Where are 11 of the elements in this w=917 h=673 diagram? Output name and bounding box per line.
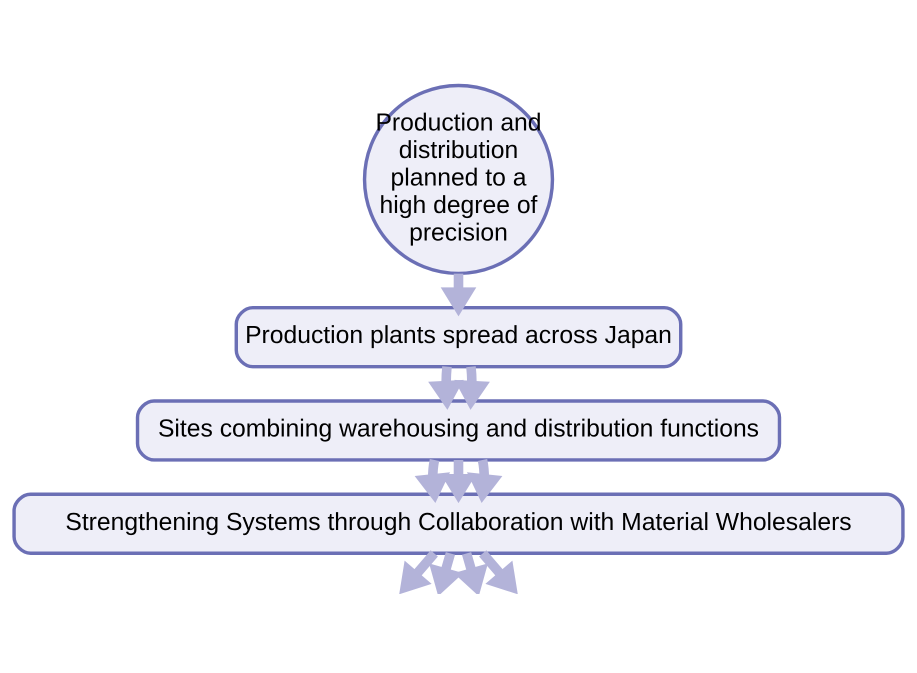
node-circle: Production and distribution planned to a high degree of precision xyxy=(362,83,554,275)
node-box: Sites combining warehousing and distribution functions xyxy=(136,398,782,462)
arrow xyxy=(479,550,518,594)
arrow xyxy=(454,366,490,410)
arrow xyxy=(440,273,476,316)
node-box: Strengthening Systems through Collaboration with Material Wholesalers xyxy=(12,492,905,554)
arrow xyxy=(428,366,464,410)
arrow xyxy=(466,458,502,503)
node-box: Production plants spread across Japan xyxy=(234,305,682,368)
arrow xyxy=(414,458,450,503)
arrow xyxy=(399,550,438,594)
